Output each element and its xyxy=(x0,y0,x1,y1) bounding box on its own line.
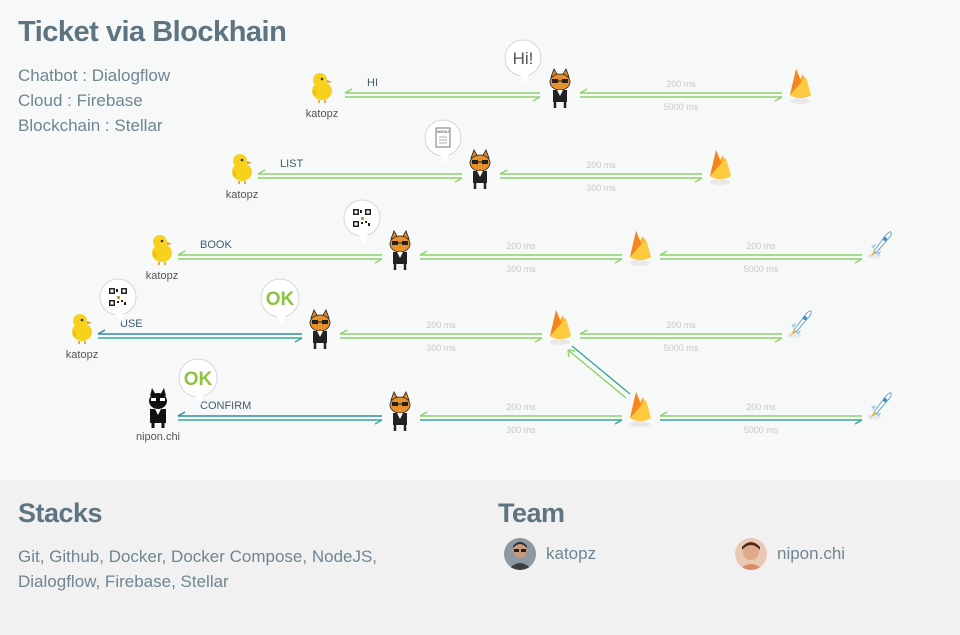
latency-label: 200 ms xyxy=(666,320,696,330)
firebase-stellar-arrows xyxy=(659,250,863,264)
latency-label: 200 ms xyxy=(586,160,616,170)
bot-firebase-arrows xyxy=(339,329,543,343)
bot-firebase-arrows xyxy=(499,169,703,183)
qr-code-icon xyxy=(109,288,127,306)
latency-label: 200 ms xyxy=(746,402,776,412)
avatar xyxy=(735,538,767,570)
latency-label: 5000 ms xyxy=(744,425,779,435)
menu-title: MENU xyxy=(437,129,449,134)
ok-text: OK xyxy=(266,289,295,310)
message-label: LIST xyxy=(280,158,304,170)
team-member-nipon-chi[interactable]: nipon.chi xyxy=(735,538,845,570)
firebase-diagonal-arrows xyxy=(567,345,631,399)
user-label: katopz xyxy=(226,189,258,201)
latency-label: 300 ms xyxy=(506,264,536,274)
firebase-icon xyxy=(630,231,651,266)
firebase-icon xyxy=(630,392,651,427)
message-label: CONFIRM xyxy=(200,400,251,412)
user-label: katopz xyxy=(66,349,98,361)
latency-label: 5000 ms xyxy=(664,343,699,353)
avatar xyxy=(504,538,536,570)
latency-label: 200 ms xyxy=(426,320,456,330)
member-name: nipon.chi xyxy=(777,544,846,563)
firebase-icon xyxy=(550,310,571,345)
latency-label: 5000 ms xyxy=(664,102,699,112)
menu-card-icon: MENU xyxy=(435,127,451,148)
member-name: katopz xyxy=(546,544,597,563)
latency-label: 300 ms xyxy=(506,425,536,435)
latency-label: 300 ms xyxy=(426,343,456,353)
stacks-list: Git, Github, Docker, Docker Compose, Nod… xyxy=(18,547,378,591)
stellar-rocket-icon xyxy=(866,231,892,260)
bot-cat-icon xyxy=(388,390,412,433)
info-chatbot: Chatbot : Dialogflow xyxy=(18,66,171,85)
latency-label: 200 ms xyxy=(746,241,776,251)
user-label: nipon.chi xyxy=(136,431,180,443)
user-bot-arrows xyxy=(344,88,541,102)
message-label: BOOK xyxy=(200,239,232,251)
firebase-stellar-arrows xyxy=(659,411,863,425)
info-cloud: Cloud : Firebase xyxy=(18,91,143,110)
user-bot-arrows xyxy=(177,250,383,264)
latency-label: 5000 ms xyxy=(744,264,779,274)
firebase-icon xyxy=(710,150,731,185)
ok-text: OK xyxy=(184,369,213,390)
bot-cat-icon xyxy=(468,148,492,191)
latency-label: 300 ms xyxy=(586,183,616,193)
bot-cat-icon xyxy=(388,229,412,272)
user-black-cat-icon xyxy=(147,386,169,430)
latency-label: 200 ms xyxy=(506,402,536,412)
bot-firebase-arrows xyxy=(579,88,783,102)
user-bot-arrows xyxy=(97,329,303,343)
user-bot-arrows xyxy=(257,169,463,183)
user-label: katopz xyxy=(146,270,178,282)
latency-label: 200 ms xyxy=(506,241,536,251)
bot-firebase-arrows xyxy=(419,411,623,425)
message-label: USE xyxy=(120,318,143,330)
bubble-text: Hi! xyxy=(513,49,534,68)
stellar-rocket-icon xyxy=(786,310,812,339)
user-bot-arrows xyxy=(177,411,383,425)
footer-section xyxy=(0,480,960,635)
bot-firebase-arrows xyxy=(419,250,623,264)
bot-cat-icon xyxy=(308,308,332,351)
firebase-icon xyxy=(790,69,811,104)
stacks-heading: Stacks xyxy=(18,498,103,528)
info-blockchain: Blockchain : Stellar xyxy=(18,116,163,135)
qr-code-icon xyxy=(353,209,371,227)
team-heading: Team xyxy=(498,498,565,528)
latency-label: 200 ms xyxy=(666,79,696,89)
user-chick-icon xyxy=(231,153,253,185)
user-chick-icon xyxy=(311,72,333,104)
stellar-rocket-icon xyxy=(866,392,892,421)
team-member-katopz[interactable]: katopz xyxy=(504,538,596,570)
user-chick-icon xyxy=(151,234,173,266)
bot-cat-icon xyxy=(548,67,572,110)
user-chick-icon xyxy=(71,313,93,345)
user-label: katopz xyxy=(306,108,338,120)
page-title: Ticket via Blockhain xyxy=(18,16,287,48)
firebase-stellar-arrows xyxy=(579,329,783,343)
message-label: HI xyxy=(367,77,378,89)
